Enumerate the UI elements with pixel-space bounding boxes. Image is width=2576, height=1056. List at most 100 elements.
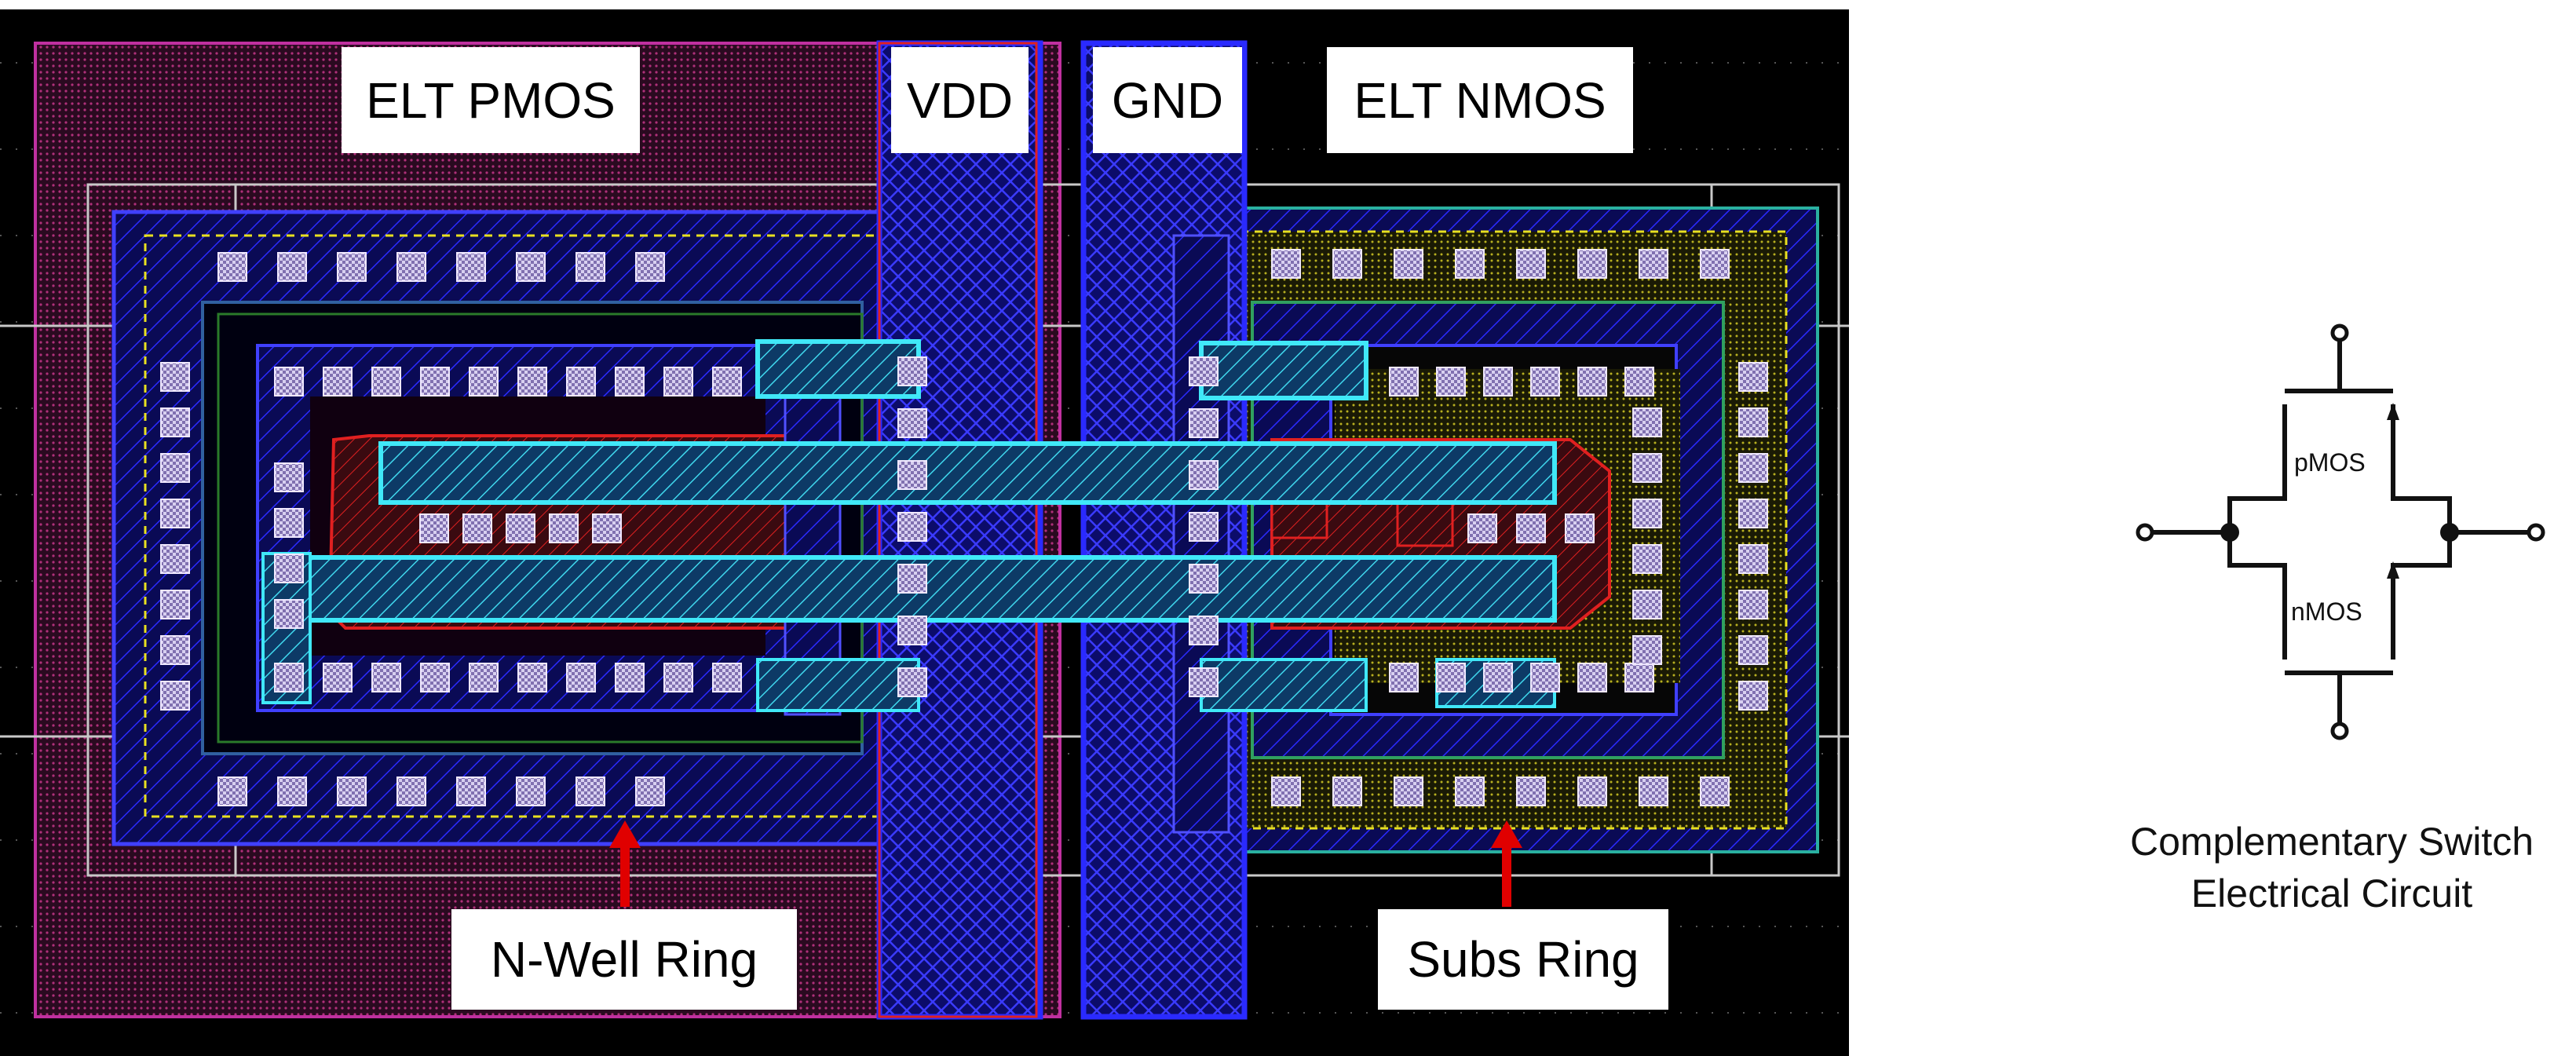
via-contact: [1389, 367, 1419, 396]
via-contact: [323, 367, 353, 396]
via-contact: [635, 252, 665, 282]
via-contact: [575, 252, 605, 282]
via-contact: [566, 367, 596, 396]
label-vdd: VDD: [891, 47, 1029, 153]
via-contact: [1516, 776, 1546, 806]
via-contact: [1394, 776, 1423, 806]
via-contact: [897, 356, 927, 386]
via-contact: [1483, 367, 1513, 396]
via-contact: [160, 544, 190, 574]
via-contact: [371, 663, 401, 692]
via-contact: [663, 663, 693, 692]
via-contact: [1436, 663, 1466, 692]
nmos-label: nMOS: [2291, 597, 2362, 626]
via-contact: [217, 776, 247, 806]
via-contact: [1577, 367, 1607, 396]
label-subs-ring: Subs Ring: [1378, 909, 1668, 1010]
via-contact: [1332, 776, 1362, 806]
via-contact: [516, 776, 546, 806]
via-contact: [1516, 249, 1546, 279]
via-contact: [1394, 249, 1423, 279]
via-contact: [469, 367, 499, 396]
via-contact: [1632, 407, 1662, 437]
via-contact: [274, 367, 304, 396]
vdd-rail-inner: [878, 42, 1038, 1018]
via-contact: [1483, 663, 1513, 692]
via-contact: [277, 776, 307, 806]
label-elt-nmos: ELT NMOS: [1327, 47, 1633, 153]
right-node-dot: [2440, 523, 2459, 542]
via-contact: [1624, 367, 1654, 396]
via-contact: [274, 554, 304, 583]
via-contact: [897, 616, 927, 645]
via-contact: [396, 252, 426, 282]
via-contact: [1189, 667, 1219, 697]
via-contact: [160, 453, 190, 483]
arrows: [609, 820, 1522, 907]
pmos-channel-right: [2391, 404, 2452, 532]
via-contact: [1271, 776, 1301, 806]
via-contact: [1189, 356, 1219, 386]
via-contact: [1738, 362, 1768, 392]
via-contact: [160, 590, 190, 619]
via-contact: [371, 367, 401, 396]
via-contact: [1189, 564, 1219, 594]
right-terminal: [2527, 523, 2545, 542]
via-contact: [897, 460, 927, 490]
via-contact: [1639, 249, 1668, 279]
via-contact: [1332, 249, 1362, 279]
via-contact: [456, 776, 486, 806]
nmos-gate-terminal: [2330, 722, 2349, 740]
via-contact: [1271, 249, 1301, 279]
via-contact: [1189, 408, 1219, 438]
pmos-arrow: [2387, 403, 2399, 420]
via-contact: [615, 663, 645, 692]
via-contact: [1632, 453, 1662, 483]
via-contact: [1455, 776, 1485, 806]
via-contact: [1738, 499, 1768, 528]
via-contact: [566, 663, 596, 692]
via-contact: [1632, 635, 1662, 665]
pmos-channel: [2227, 404, 2287, 532]
via-contact: [516, 252, 546, 282]
via-contact: [1189, 616, 1219, 645]
via-contact: [1632, 590, 1662, 619]
via-contact: [1738, 681, 1768, 711]
via-contact: [615, 367, 645, 396]
via-contact: [160, 499, 190, 528]
via-contact: [1632, 544, 1662, 574]
via-contact: [506, 513, 535, 543]
via-contact: [420, 367, 450, 396]
via-contact: [897, 667, 927, 697]
via-contact: [419, 513, 449, 543]
via-contact: [1389, 663, 1419, 692]
via-contact: [1516, 513, 1546, 543]
nmos-arrow: [2387, 561, 2399, 579]
via-contact: [592, 513, 622, 543]
caption-line1: Complementary Switch: [2129, 820, 2534, 864]
via-contact: [323, 663, 353, 692]
via-contact: [517, 663, 547, 692]
via-contact: [337, 776, 367, 806]
via-contact: [517, 367, 547, 396]
via-contact: [396, 776, 426, 806]
via-contact: [897, 408, 927, 438]
via-contact: [160, 635, 190, 665]
via-contact: [1455, 249, 1485, 279]
via-contact: [1436, 367, 1466, 396]
via-contact: [160, 362, 190, 392]
via-contact: [1639, 776, 1668, 806]
via-contact: [1738, 544, 1768, 574]
via-contact: [274, 508, 304, 538]
via-contact: [1189, 512, 1219, 542]
via-contact: [1632, 499, 1662, 528]
via-contact: [160, 681, 190, 711]
via-contact: [1577, 776, 1607, 806]
via-contact: [575, 776, 605, 806]
via-contact: [217, 252, 247, 282]
label-nwell-ring: N-Well Ring: [451, 909, 797, 1010]
left-node-dot: [2220, 523, 2239, 542]
via-contact: [469, 663, 499, 692]
via-contact: [1577, 663, 1607, 692]
via-contact: [456, 252, 486, 282]
